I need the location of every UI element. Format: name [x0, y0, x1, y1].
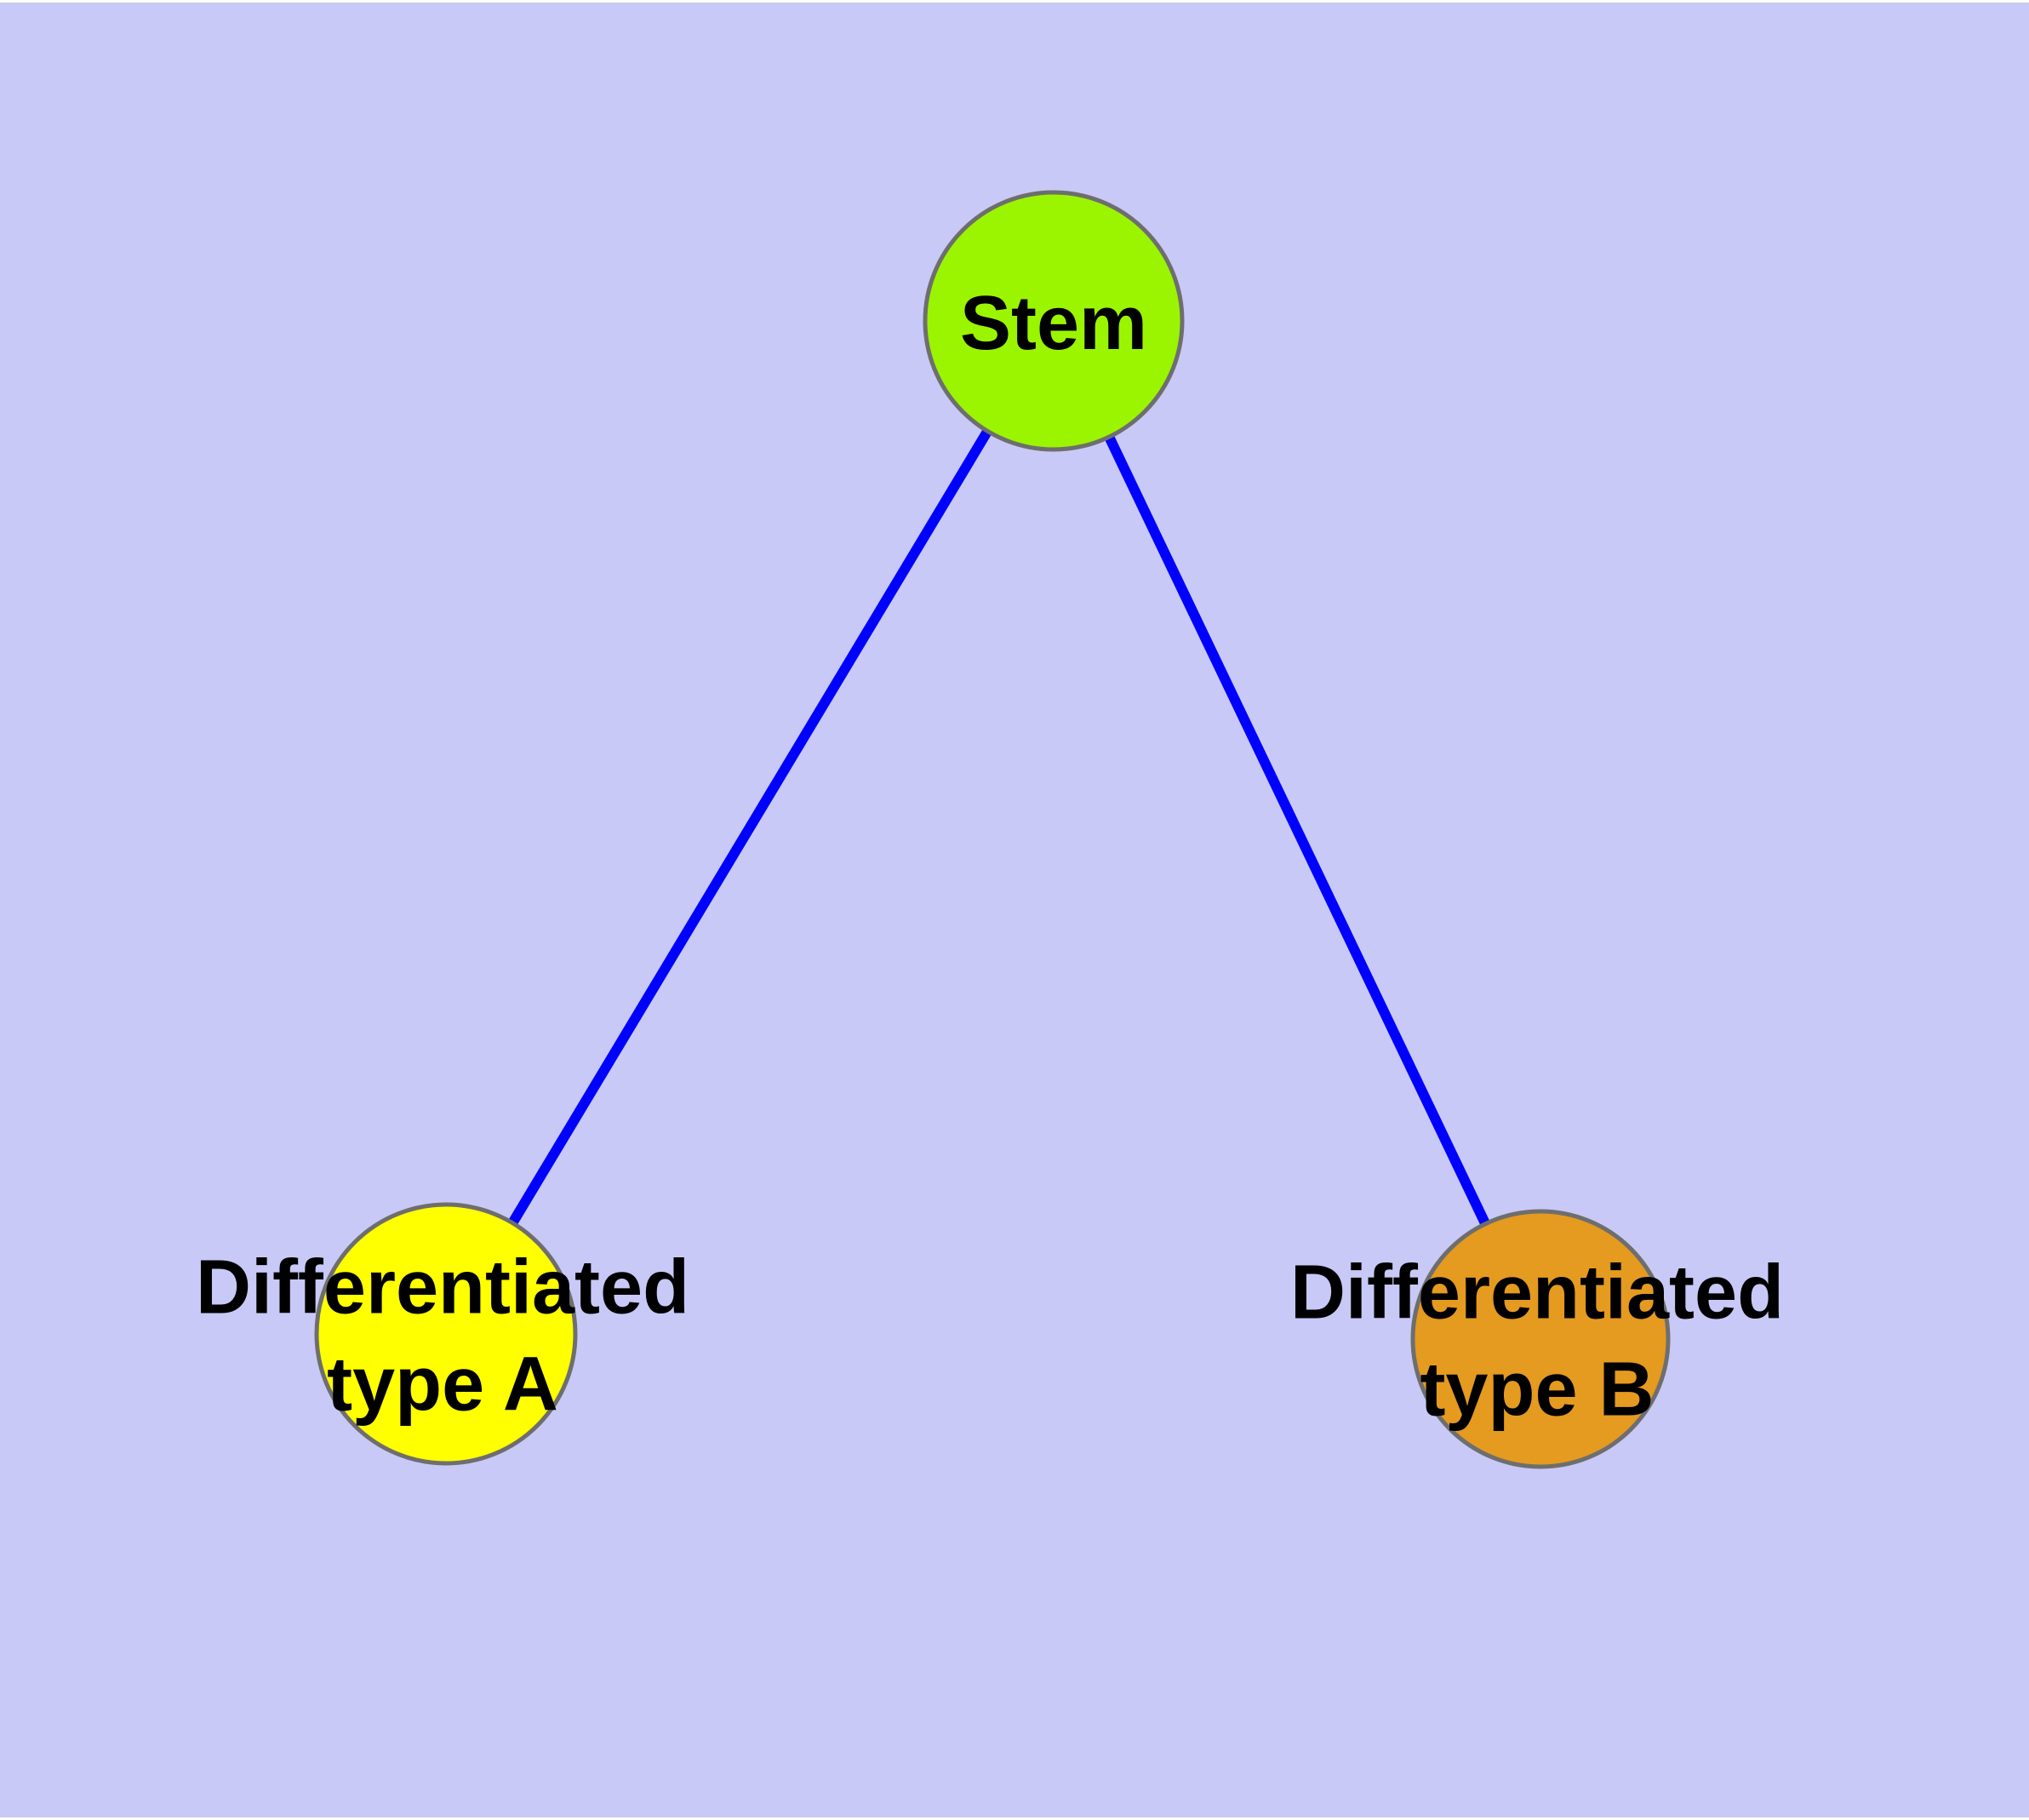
node-differentiated-type-a-label: Differentiated type A — [195, 1245, 690, 1428]
graph-svg — [314, 190, 1671, 1469]
node-differentiated-type-b-label: Differentiated type B — [1289, 1250, 1785, 1433]
node-stem — [923, 190, 1185, 452]
node-stem-label: Stem — [959, 280, 1148, 366]
edge-stem-to-type-b — [1049, 316, 1546, 1344]
edge-stem-to-type-a — [441, 316, 1059, 1339]
node-differentiated-type-b — [1410, 1209, 1671, 1469]
node-differentiated-type-a — [314, 1202, 578, 1466]
diagram-canvas: Stem Differentiated type A Differentiate… — [0, 3, 2029, 1817]
